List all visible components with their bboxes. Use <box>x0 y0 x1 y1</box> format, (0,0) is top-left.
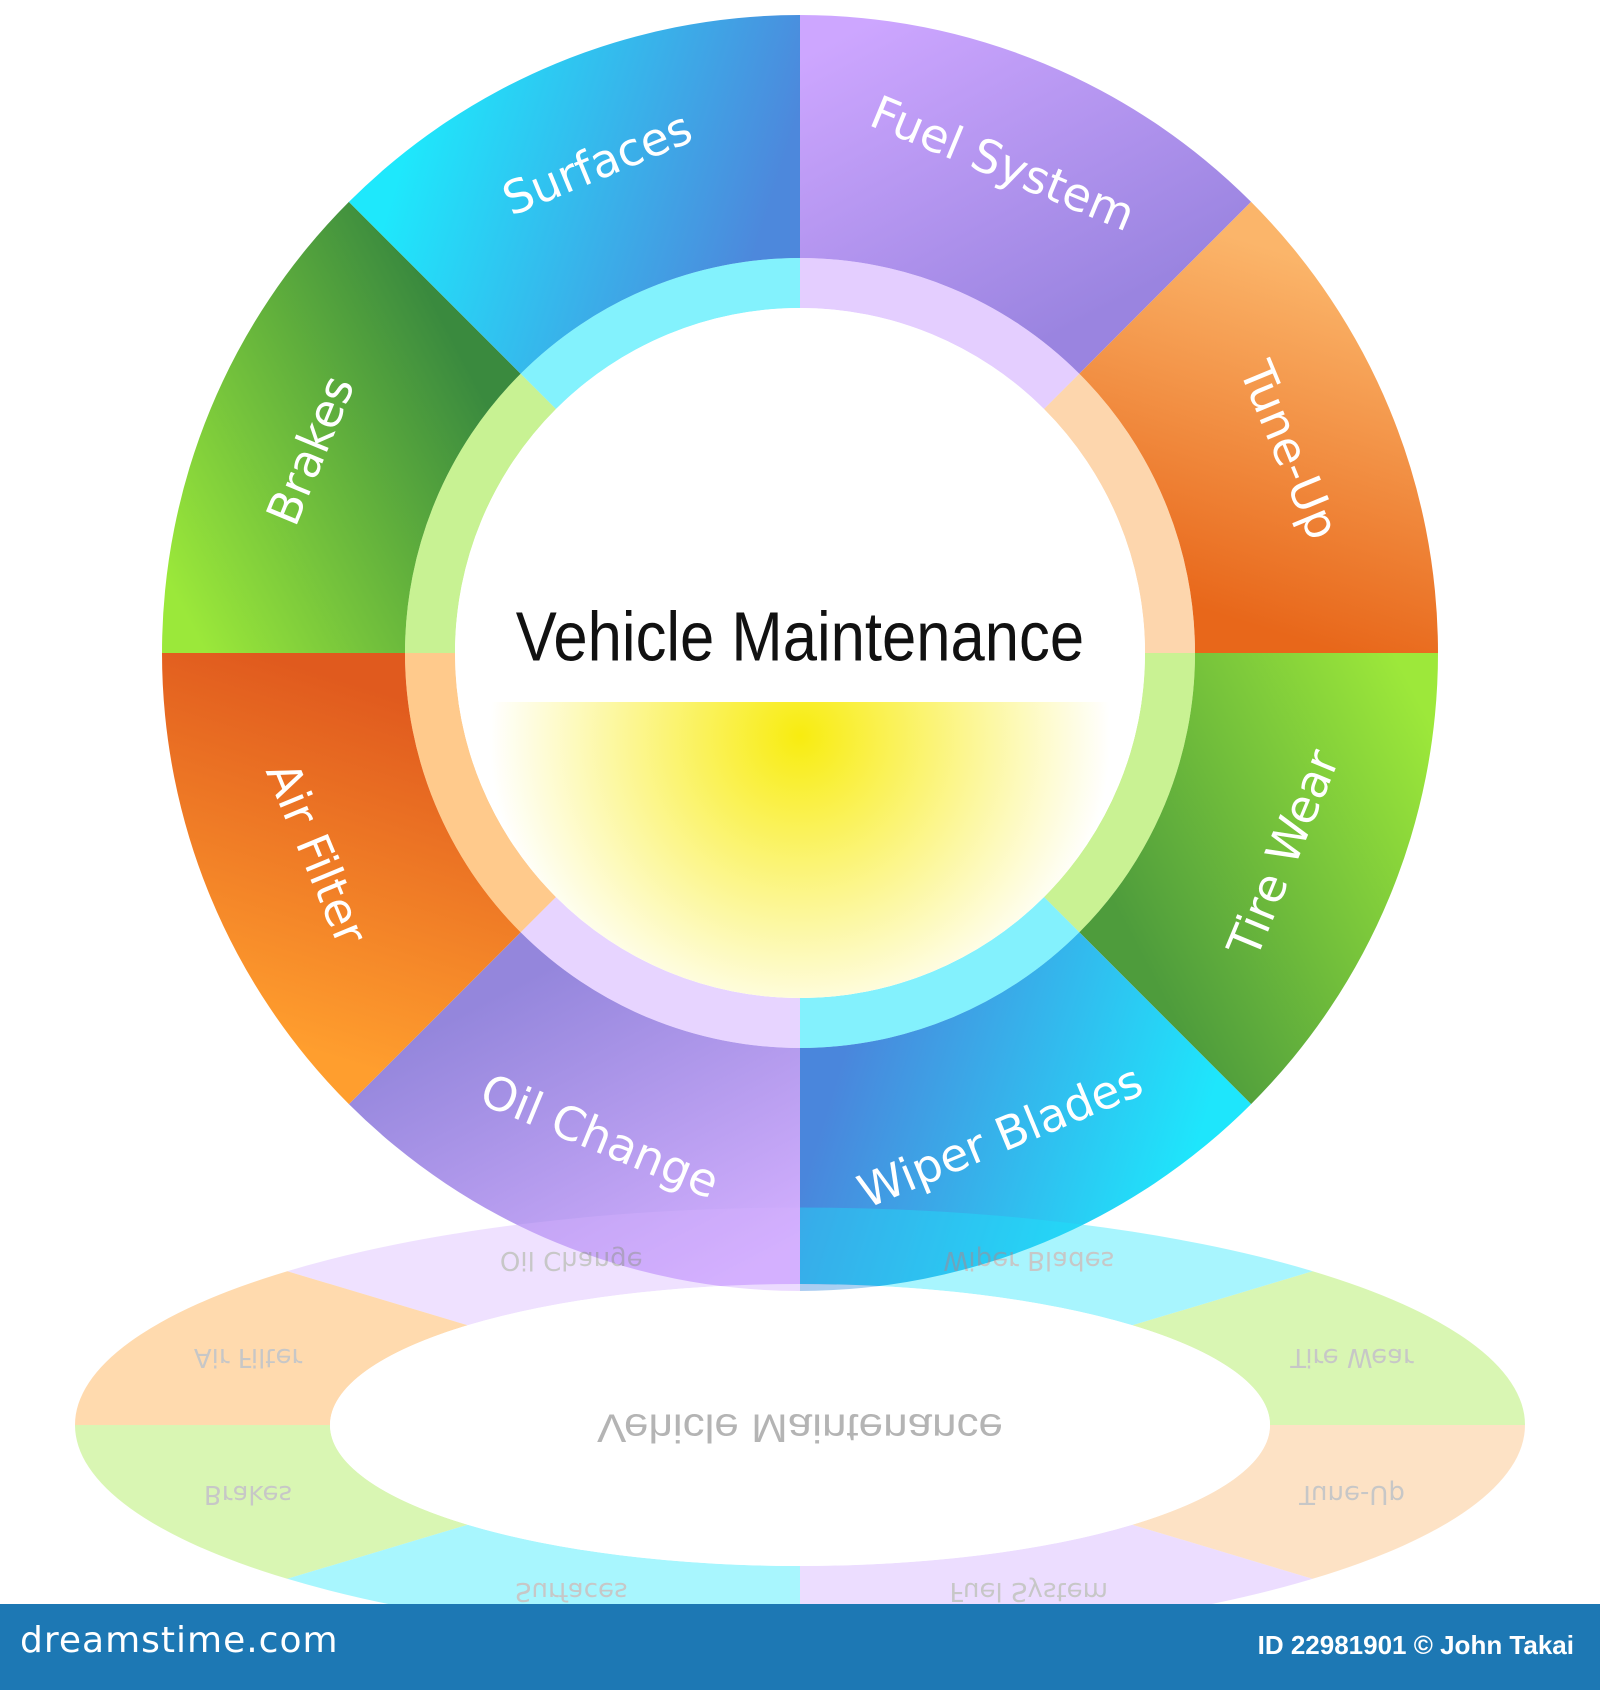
inner-band-surfaces <box>520 258 800 409</box>
segment-brakes <box>162 201 521 653</box>
reflection-label-air-filter: Air Filter <box>194 1342 303 1372</box>
segment-fuel-system <box>800 15 1252 374</box>
segment-tire-wear <box>1079 653 1438 1105</box>
reflection-center <box>330 1284 1270 1566</box>
reflection-segment-air-filter <box>74 1271 468 1425</box>
inner-band-tune-up <box>1044 373 1195 653</box>
reflection-segment-tune-up <box>1132 1425 1525 1579</box>
segment-tune-up <box>1079 201 1438 653</box>
center-title: Vehicle Maintenance <box>516 597 1084 676</box>
segment-surfaces <box>348 15 800 374</box>
footer-credit: ID 22981901 © John Takai <box>1257 1630 1574 1660</box>
reflection-label-fuel-system: Fuel System <box>949 1576 1107 1606</box>
center-glow <box>458 702 1142 998</box>
segment-air-filter <box>162 653 521 1105</box>
inner-band-fuel-system <box>800 258 1080 409</box>
segment-oil-change <box>348 932 800 1291</box>
inner-band-brakes <box>405 373 556 653</box>
segment-wiper-blades <box>800 932 1252 1291</box>
reflection-label-brakes: Brakes <box>204 1479 292 1509</box>
footer-brand[interactable]: dreamstime.com <box>20 1620 339 1661</box>
reflection-label-oil-change: Oil Change <box>500 1245 643 1275</box>
reflection-title: Vehicle Maintenance <box>597 1406 1003 1450</box>
reflection-segment-oil-change <box>287 1207 800 1326</box>
reflection-label-tune-up: Tune-Up <box>1298 1479 1405 1509</box>
reflection-segment-wiper-blades <box>800 1207 1313 1326</box>
reflection-label-surfaces: Surfaces <box>515 1576 628 1606</box>
inner-band-air-filter <box>405 653 556 933</box>
inner-band-tire-wear <box>1044 653 1195 933</box>
reflection-segment-brakes <box>74 1425 468 1579</box>
reflection-label-wiper-blades: Wiper Blades <box>943 1245 1114 1275</box>
footer-bar: dreamstime.com ID 22981901 © John Takai <box>0 1604 1600 1690</box>
reflection-segment-tire-wear <box>1132 1271 1525 1425</box>
wheel-reflection: Fuel System Tune-Up Tire Wear Wiper Blades O… <box>74 1207 1525 1643</box>
reflection-label-tire-wear: Tire Wear <box>1289 1342 1414 1372</box>
inner-band-oil-change <box>520 897 800 1048</box>
inner-band-wiper-blades <box>800 897 1080 1048</box>
